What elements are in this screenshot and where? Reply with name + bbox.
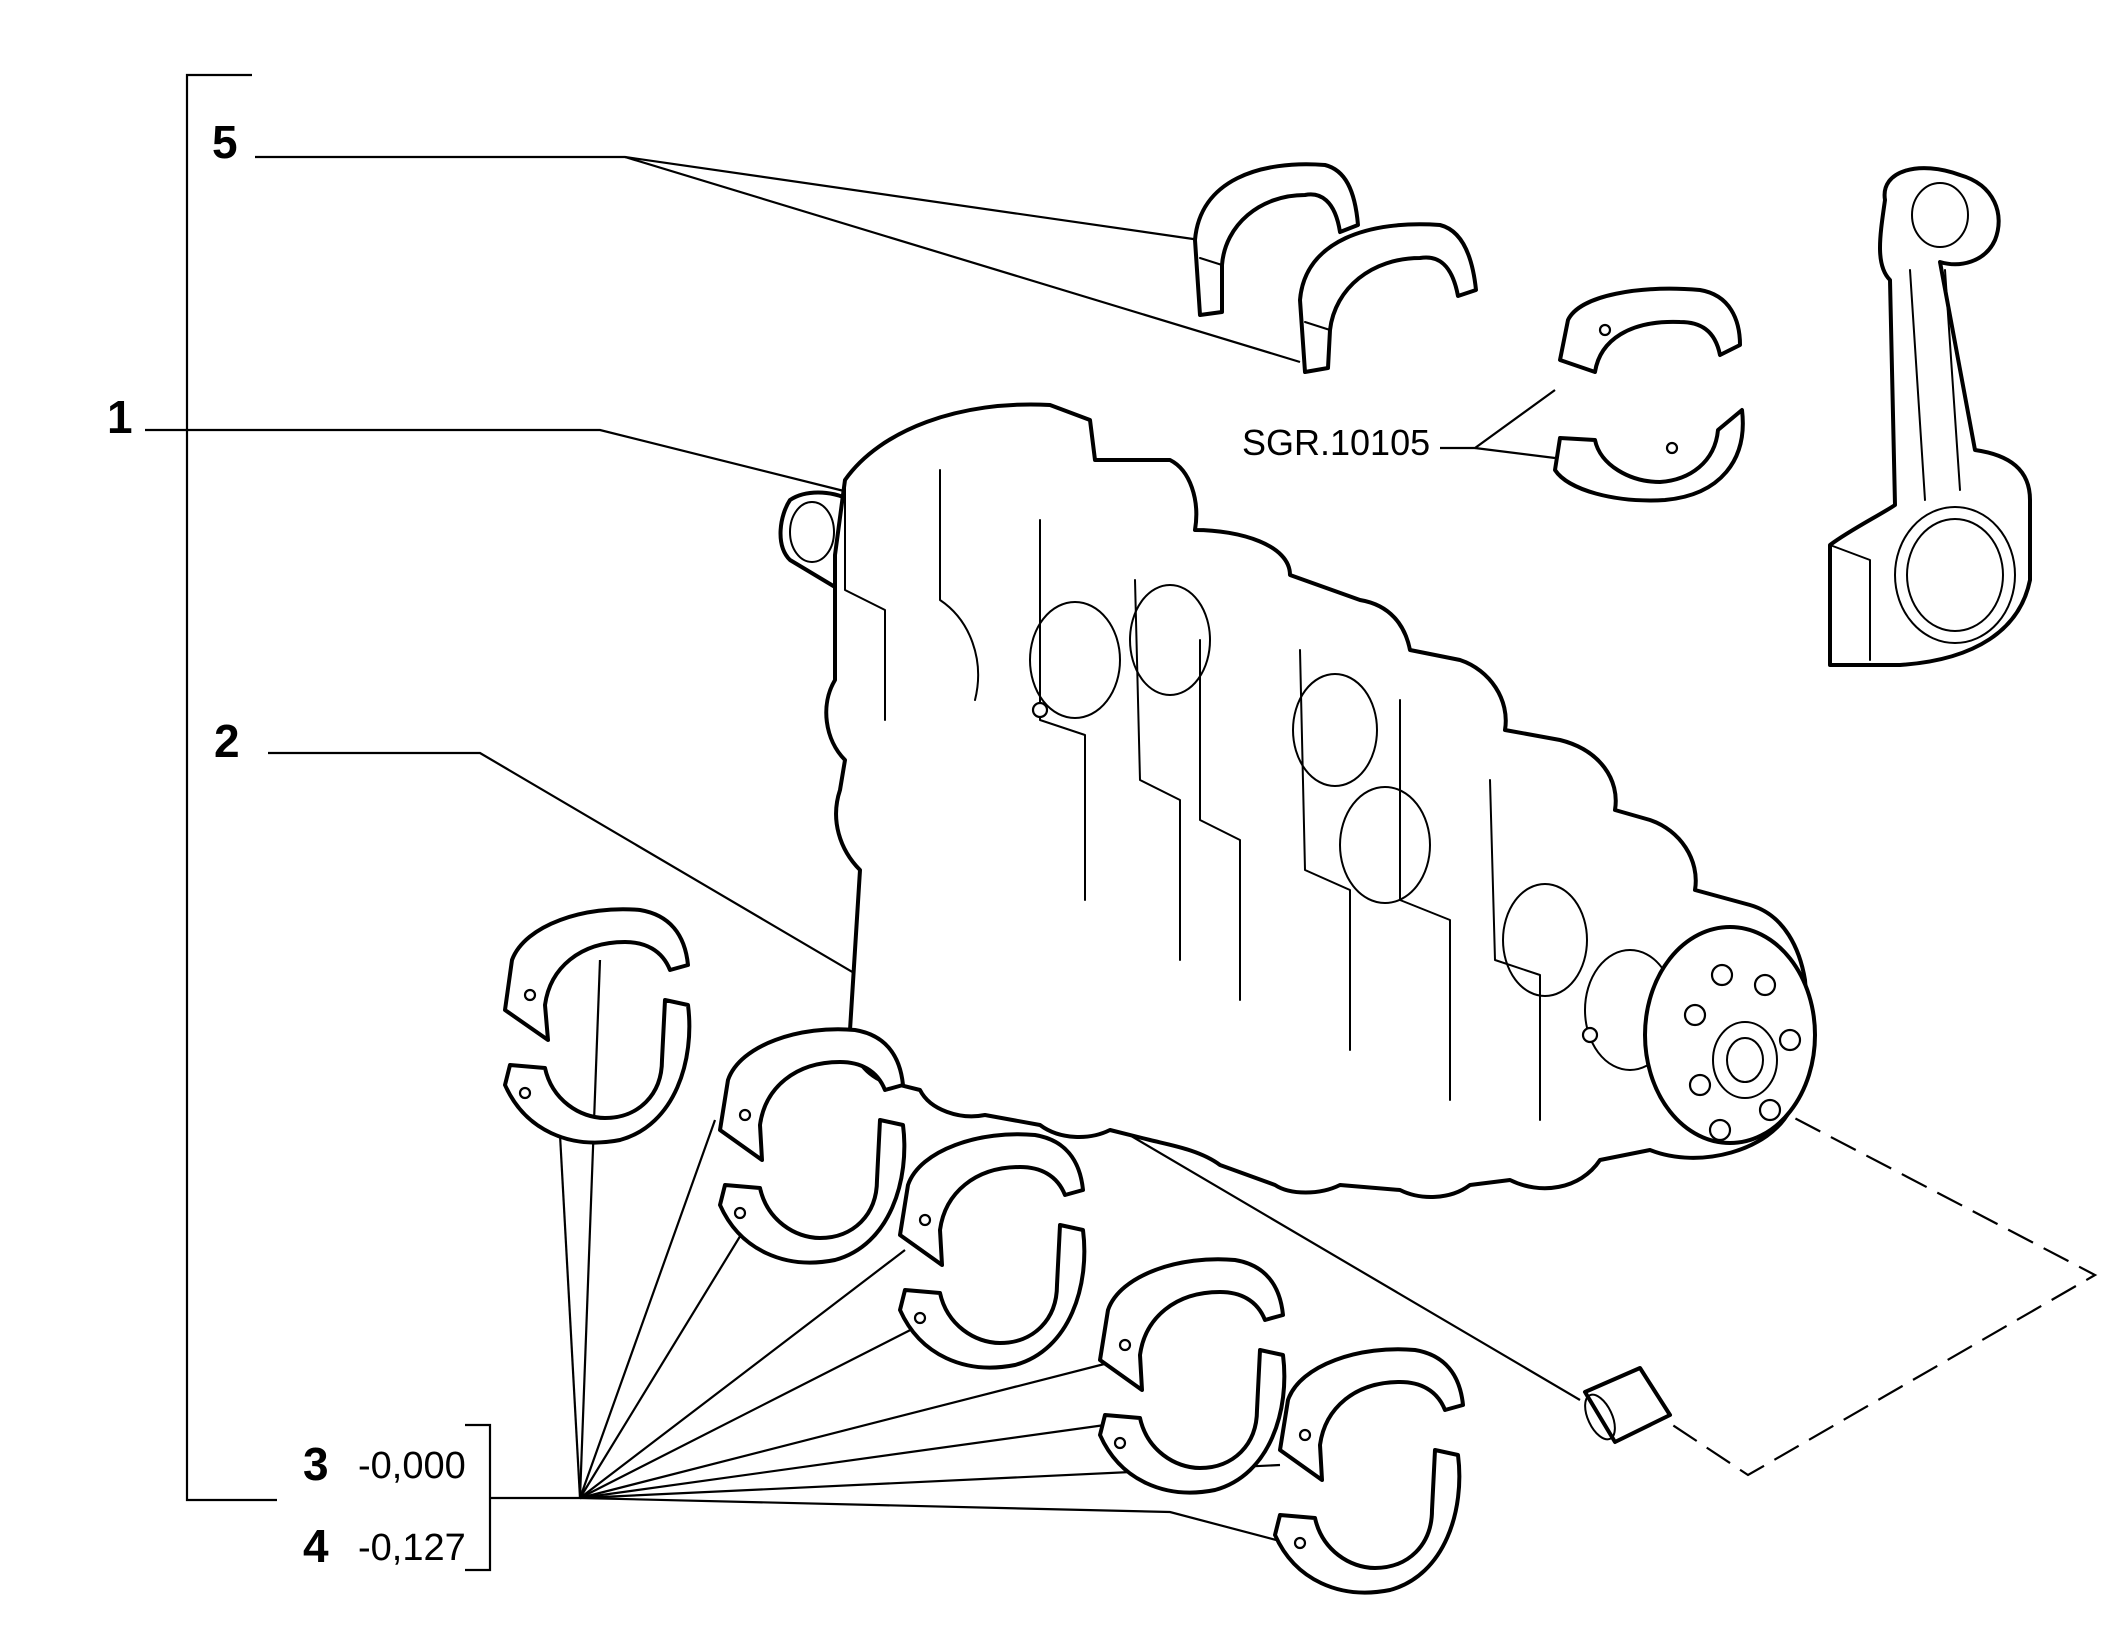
assembly-bracket xyxy=(185,73,580,1572)
main-bearing-icon xyxy=(718,1027,907,1265)
main-bearing-icon xyxy=(1273,1347,1465,1595)
crankshaft-icon xyxy=(778,402,1817,1199)
item-label-5: 5 xyxy=(212,116,238,168)
connecting-rod-icon xyxy=(1828,166,2032,667)
main-bearing-icon xyxy=(1098,1257,1287,1495)
item-label-1: 1 xyxy=(107,391,133,443)
leader-lines xyxy=(145,155,1581,1547)
main-bearing-icon xyxy=(898,1132,1087,1370)
dowel-locator-dashed-line xyxy=(1661,1099,2098,1477)
thrust-washer-icon xyxy=(1298,222,1478,374)
main-bearing-shells xyxy=(503,907,1465,1595)
thrust-washer-icon xyxy=(1193,162,1360,317)
item-label-4: 4 xyxy=(303,1520,329,1572)
ref-label-sgr: SGR.10105 xyxy=(1242,422,1430,463)
item-label-2: 2 xyxy=(214,715,240,767)
main-bearing-icon xyxy=(503,907,692,1145)
item-value-4: -0,127 xyxy=(358,1527,466,1569)
item-value-3: -0,000 xyxy=(358,1445,466,1487)
con-rod-bearing-icon xyxy=(1553,286,1745,503)
item-label-3: 3 xyxy=(303,1438,329,1490)
dowel-pin-icon xyxy=(1583,1366,1672,1444)
